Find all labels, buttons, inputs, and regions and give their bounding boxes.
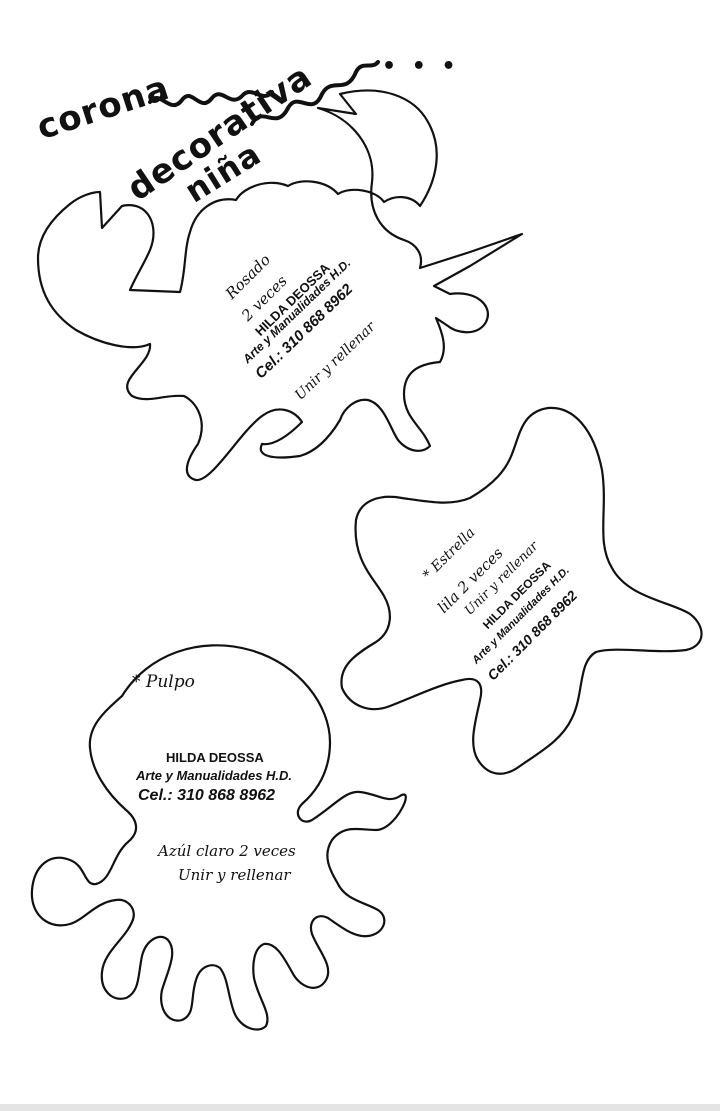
octopus-brand: HILDA DEOSSA bbox=[166, 750, 264, 765]
bottom-strip bbox=[0, 1104, 720, 1111]
octopus-note: Azúl claro 2 veces bbox=[158, 842, 296, 860]
title-ellipsis: • • • bbox=[382, 54, 460, 79]
title-squiggle-1 bbox=[148, 90, 274, 108]
octopus-instruction: Unir y rellenar bbox=[178, 866, 291, 884]
octopus-name: * Pulpo bbox=[132, 672, 195, 692]
title-squiggle-2 bbox=[250, 60, 380, 126]
octopus-phone: Cel.: 310 868 8962 bbox=[138, 787, 275, 804]
crab-outline bbox=[36, 89, 524, 482]
octopus-subtitle: Arte y Manualidades H.D. bbox=[136, 768, 293, 783]
octopus-outline bbox=[30, 644, 407, 1031]
starfish-outline bbox=[340, 406, 703, 775]
